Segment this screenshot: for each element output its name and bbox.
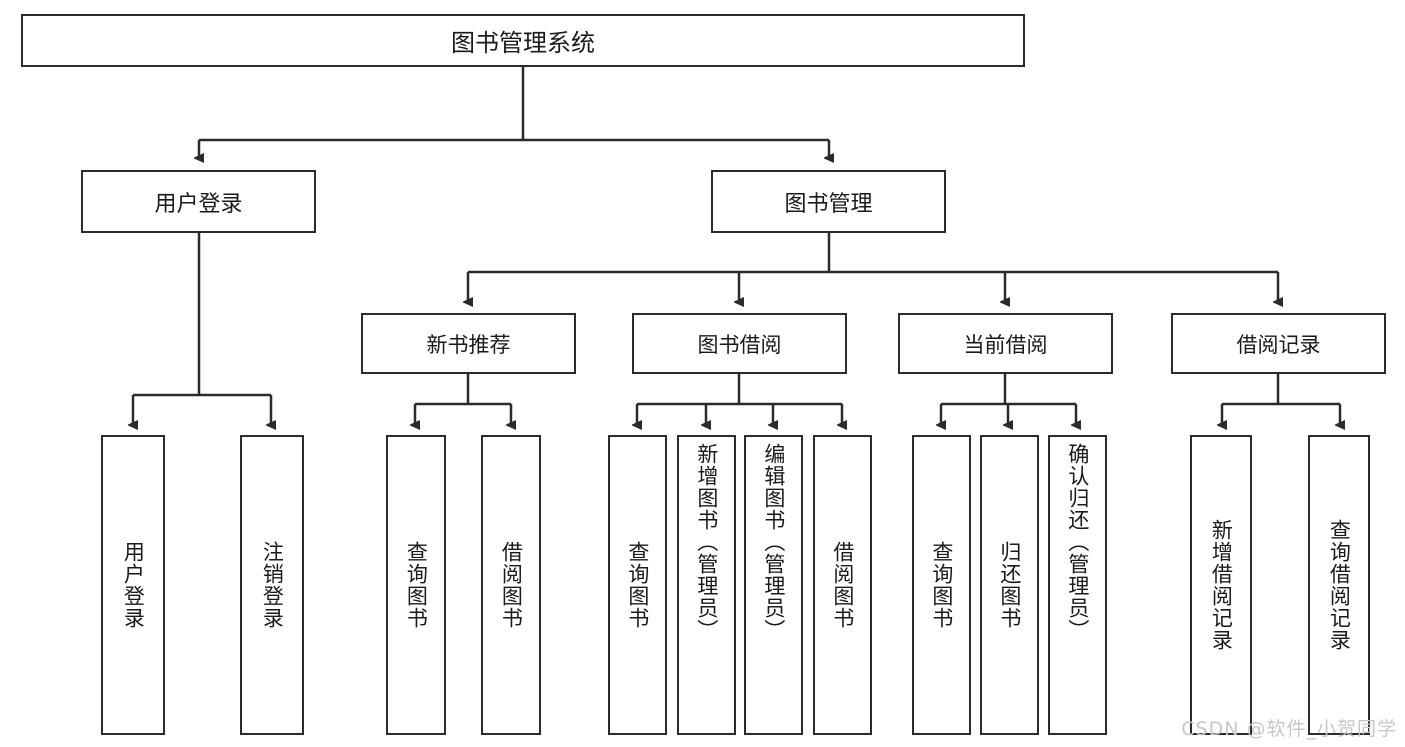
leaf-query-book-current[interactable]: 查询图书 bbox=[912, 435, 971, 735]
leaf-edit-book-admin-label: 编辑图书（管理员） bbox=[761, 443, 786, 641]
leaf-query-book-current-label: 查询图书 bbox=[929, 541, 954, 629]
node-root-label: 图书管理系统 bbox=[451, 29, 595, 57]
leaf-confirm-return-admin[interactable]: 确认归还（管理员） bbox=[1048, 435, 1107, 735]
node-new-book-recommend-label: 新书推荐 bbox=[426, 332, 511, 357]
node-book-management-label: 图书管理 bbox=[784, 191, 873, 217]
leaf-user-login[interactable]: 用户登录 bbox=[101, 435, 165, 735]
leaf-return-book[interactable]: 归还图书 bbox=[980, 435, 1039, 735]
leaf-query-borrow-record-label: 查询借阅记录 bbox=[1327, 519, 1352, 651]
leaf-borrow-book-borrow-label: 借阅图书 bbox=[830, 541, 855, 629]
watermark: CSDN @软件_小贺同学 bbox=[1181, 718, 1397, 740]
node-borrow-records-label: 借阅记录 bbox=[1236, 332, 1321, 357]
node-current-borrow[interactable]: 当前借阅 bbox=[898, 313, 1113, 374]
leaf-add-borrow-record-label: 新增借阅记录 bbox=[1209, 519, 1234, 651]
node-book-borrow-label: 图书借阅 bbox=[697, 332, 782, 357]
leaf-user-login-label: 用户登录 bbox=[121, 541, 146, 629]
leaf-borrow-book-new[interactable]: 借阅图书 bbox=[481, 435, 541, 735]
leaf-user-logout-label: 注销登录 bbox=[260, 541, 285, 629]
node-borrow-records[interactable]: 借阅记录 bbox=[1171, 313, 1386, 374]
node-book-borrow[interactable]: 图书借阅 bbox=[632, 313, 847, 374]
node-root[interactable]: 图书管理系统 bbox=[21, 14, 1025, 67]
leaf-add-book-admin-label: 新增图书（管理员） bbox=[694, 443, 719, 641]
leaf-borrow-book-borrow[interactable]: 借阅图书 bbox=[813, 435, 872, 735]
leaf-query-book-borrow[interactable]: 查询图书 bbox=[608, 435, 667, 735]
node-current-borrow-label: 当前借阅 bbox=[963, 332, 1048, 357]
leaf-query-book-new[interactable]: 查询图书 bbox=[386, 435, 446, 735]
leaf-add-borrow-record[interactable]: 新增借阅记录 bbox=[1190, 435, 1252, 735]
leaf-borrow-book-new-label: 借阅图书 bbox=[499, 541, 524, 629]
leaf-edit-book-admin[interactable]: 编辑图书（管理员） bbox=[744, 435, 803, 735]
leaf-query-book-borrow-label: 查询图书 bbox=[625, 541, 650, 629]
node-user-login-label: 用户登录 bbox=[154, 191, 243, 217]
leaf-confirm-return-admin-label: 确认归还（管理员） bbox=[1065, 443, 1090, 641]
leaf-return-book-label: 归还图书 bbox=[997, 541, 1022, 629]
node-new-book-recommend[interactable]: 新书推荐 bbox=[361, 313, 576, 374]
leaf-query-book-new-label: 查询图书 bbox=[404, 541, 429, 629]
leaf-add-book-admin[interactable]: 新增图书（管理员） bbox=[677, 435, 736, 735]
leaf-user-logout[interactable]: 注销登录 bbox=[240, 435, 304, 735]
node-user-login[interactable]: 用户登录 bbox=[81, 170, 316, 233]
leaf-query-borrow-record[interactable]: 查询借阅记录 bbox=[1308, 435, 1370, 735]
node-book-management[interactable]: 图书管理 bbox=[711, 170, 946, 233]
